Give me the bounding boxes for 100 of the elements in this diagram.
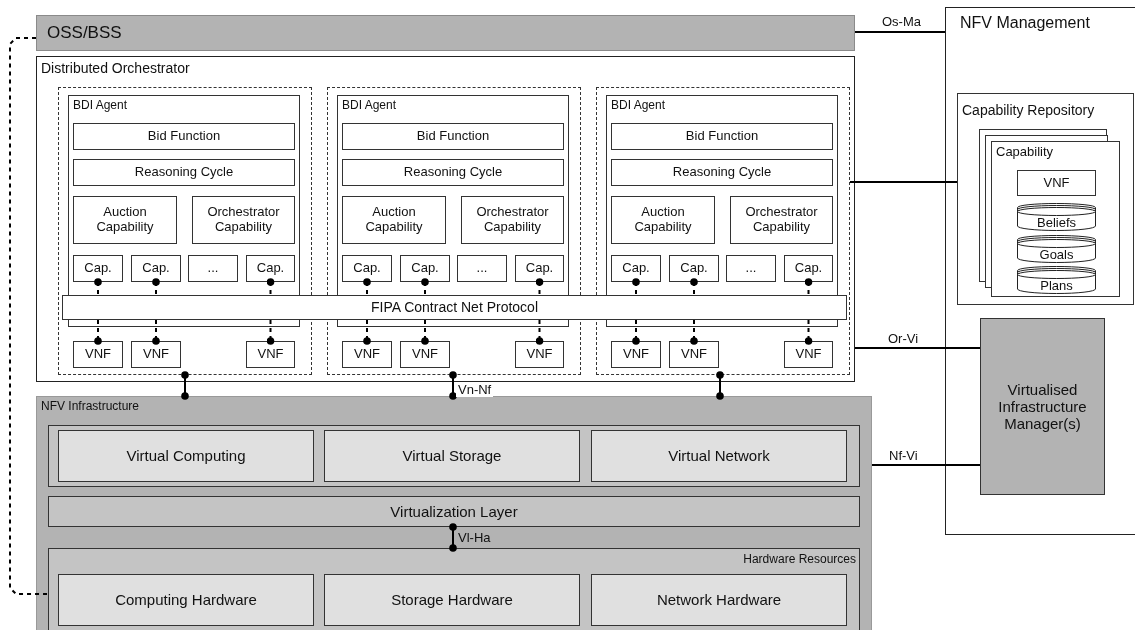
component-box: [611, 255, 661, 282]
connector: [449, 371, 457, 400]
box-label: Storage Hardware: [390, 591, 514, 609]
component-box: [131, 341, 181, 368]
edge-label: Os-Ma: [880, 15, 923, 29]
edge-label: Or-Vi: [886, 332, 921, 346]
resource-box: [324, 430, 580, 482]
dashed-connector: [94, 278, 102, 296]
oss-bss-bar: [36, 15, 855, 51]
component-box: [246, 341, 295, 368]
resource-box: [591, 430, 847, 482]
component-box: [188, 255, 238, 282]
box-label: Auction Capability: [364, 205, 424, 235]
box-label: VNF: [525, 347, 554, 362]
box-label: Cap.: [255, 261, 286, 276]
box-title: BDI Agent: [73, 99, 128, 113]
resource-box: [324, 574, 580, 626]
box-label: Cap.: [679, 261, 709, 276]
component-box: [73, 341, 123, 368]
component-box: [342, 123, 564, 150]
connector: [181, 371, 189, 400]
edge-label: Vl-Ha: [456, 531, 493, 545]
box-label: ...: [744, 261, 758, 276]
component-box: [1017, 170, 1096, 196]
component-box: [730, 196, 833, 244]
connector: [871, 464, 981, 466]
box-label: Bid Function: [415, 129, 491, 144]
hardware-group-box: [48, 548, 860, 630]
component-box: [611, 159, 833, 186]
connector: [854, 347, 981, 349]
box-label: Cap.: [410, 261, 440, 276]
box-label: ...: [475, 261, 489, 276]
database-cylinder: [1017, 203, 1096, 231]
box-label: Virtualised Infrastructure Manager(s): [997, 380, 1088, 433]
component-box: [784, 341, 833, 368]
dashed-connector: [421, 278, 429, 296]
agent-box: [337, 95, 569, 327]
box-label: Orchestrator Capability: [744, 205, 819, 235]
component-box: [515, 255, 564, 282]
box-title: Hardware Resources: [743, 553, 856, 567]
component-box: [726, 255, 776, 282]
component-box: [457, 255, 507, 282]
box-label: Reasoning Cycle: [671, 165, 773, 180]
box-label: Virtualization Layer: [389, 502, 519, 521]
dashed-connector: [363, 278, 371, 296]
box-label: Beliefs: [1037, 216, 1076, 231]
dashed-connector: [632, 278, 640, 296]
box-title: BDI Agent: [342, 99, 397, 113]
box-label: Cap.: [83, 261, 113, 276]
connector: [449, 523, 457, 552]
connector: [716, 371, 724, 400]
edge-label: Vn-Nf: [456, 383, 494, 397]
component-box: [611, 123, 833, 150]
dashed-connector: [9, 37, 49, 595]
dashed-connector: [94, 319, 102, 345]
dashed-connector: [804, 278, 813, 296]
box-title: BDI Agent: [611, 99, 666, 113]
box-label: Cap.: [621, 261, 651, 276]
box-label: VNF: [142, 347, 170, 362]
box-label: VNF: [256, 347, 285, 362]
box-label: Bid Function: [146, 129, 222, 144]
capability-card: [991, 141, 1120, 297]
resource-box: [58, 574, 314, 626]
dashed-connector: [421, 319, 429, 345]
box-label: Reasoning Cycle: [402, 165, 504, 180]
box-title: Capability Repository: [962, 102, 1095, 119]
component-box: [400, 341, 450, 368]
database-cylinder: [1017, 235, 1096, 263]
component-box: [342, 159, 564, 186]
component-box: [461, 196, 564, 244]
dashed-connector: [690, 319, 698, 345]
manager-box: [980, 318, 1105, 495]
box-label: VNF: [84, 347, 112, 362]
box-label: FIPA Contract Net Protocol: [370, 299, 539, 316]
resource-box: [591, 574, 847, 626]
component-box: [73, 123, 295, 150]
component-box: [192, 196, 295, 244]
resource-group-box: [48, 425, 860, 487]
component-box: [400, 255, 450, 282]
component-box: [342, 196, 446, 244]
box-label: Cap.: [352, 261, 382, 276]
box-title: Capability: [996, 145, 1054, 160]
dashed-connector: [690, 278, 698, 296]
edge-label: Nf-Vi: [887, 449, 920, 463]
agent-group-frame: [327, 87, 581, 375]
box-label: Virtual Computing: [125, 447, 247, 465]
dashed-connector: [632, 319, 640, 345]
dashed-connector: [804, 319, 813, 345]
box-label: Cap.: [793, 261, 824, 276]
component-box: [73, 255, 123, 282]
box-label: Network Hardware: [655, 591, 783, 609]
box-label: Computing Hardware: [114, 591, 258, 609]
box-label: VNF: [680, 347, 708, 362]
box-title: NFV Management: [960, 14, 1090, 33]
repository-panel: [957, 93, 1134, 305]
box-label: Bid Function: [684, 129, 760, 144]
box-label: Auction Capability: [95, 205, 155, 235]
box-label: Reasoning Cycle: [133, 165, 235, 180]
box-label: Auction Capability: [633, 205, 693, 235]
box-title: OSS/BSS: [47, 23, 122, 43]
